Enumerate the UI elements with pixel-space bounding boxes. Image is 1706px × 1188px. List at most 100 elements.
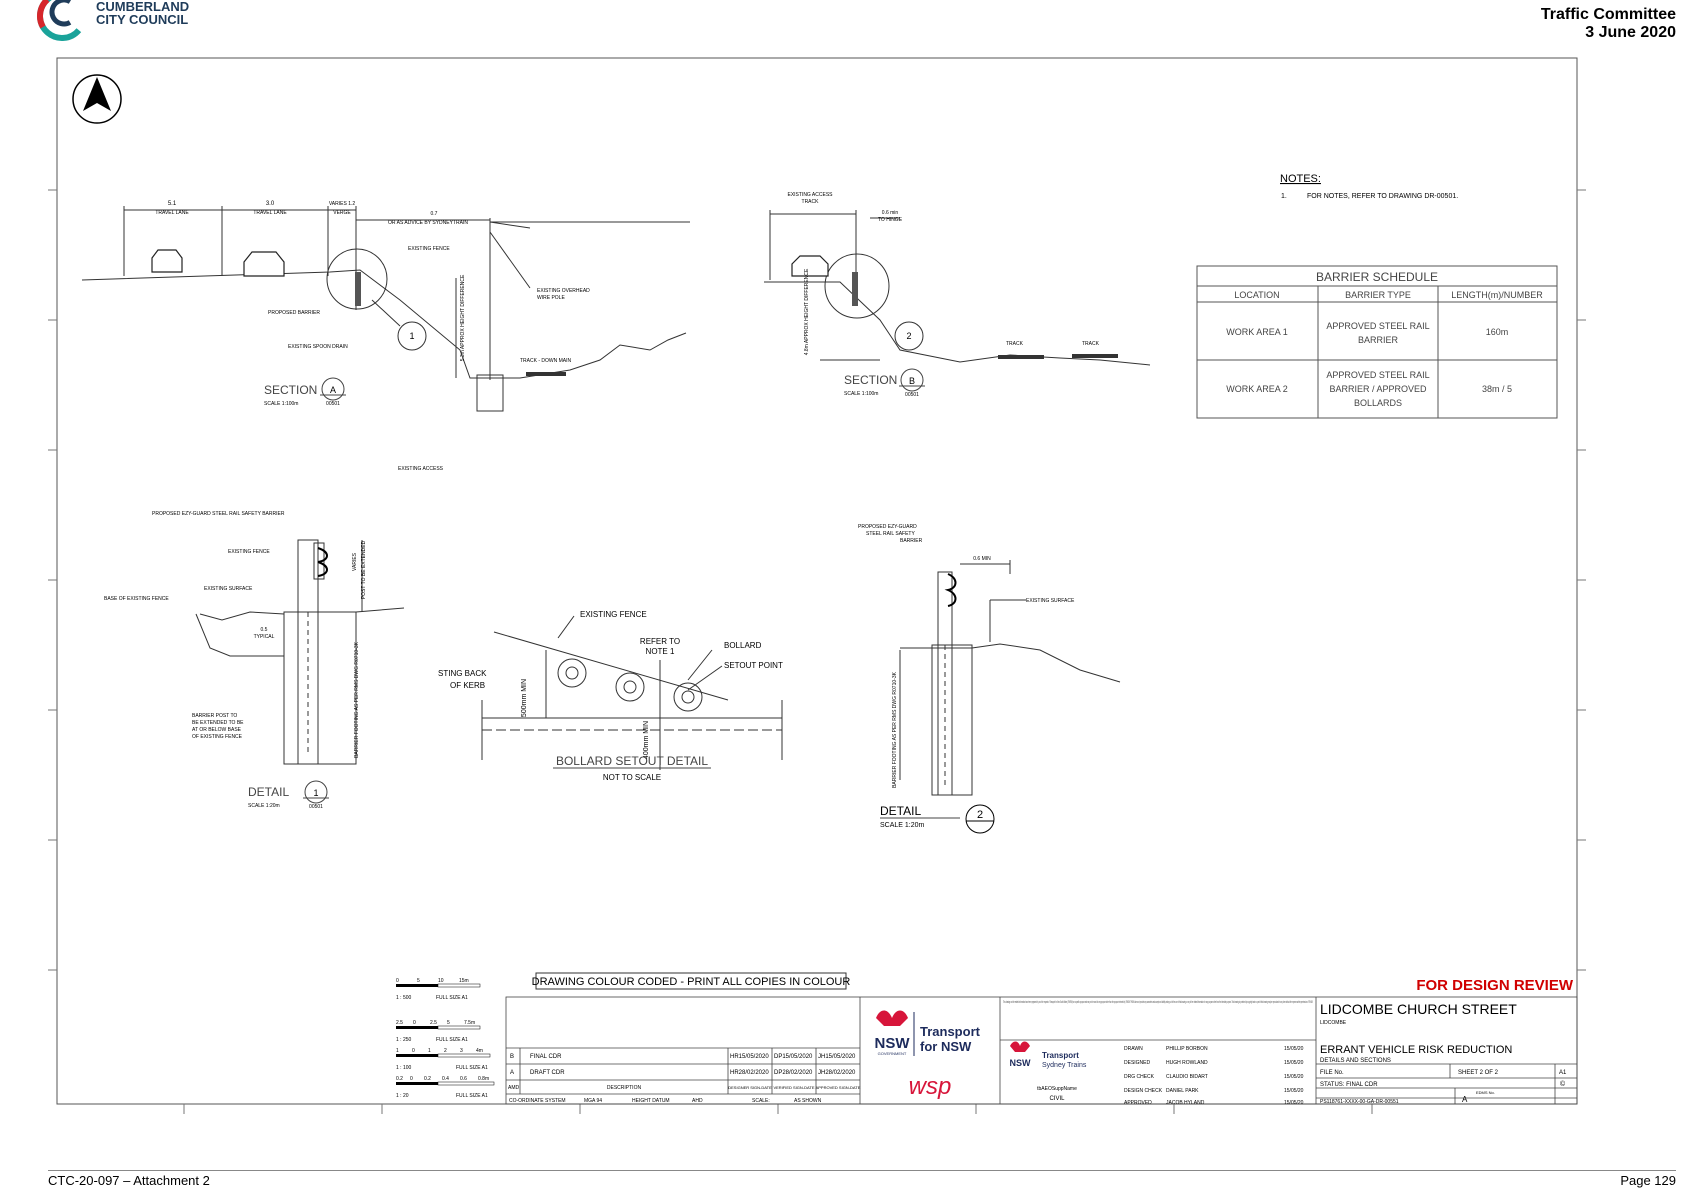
drawing-label: 0 (396, 978, 399, 984)
project-suburb: LIDCOMBE (1320, 1020, 1347, 1026)
drawing-number: PS118761-XXXX-00-GA-DR-00551 (1320, 1099, 1399, 1105)
bollard-setout-drawing (481, 615, 783, 770)
coord-system-value: MGA 94 (584, 1098, 602, 1104)
bollard-refer-line1: REFER TO (640, 637, 680, 646)
section-b-car (791, 255, 829, 277)
note-1-text: FOR NOTES, REFER TO DRAWING DR-00501. (1307, 193, 1458, 200)
council-name-line2: CITY COUNCIL (96, 12, 189, 27)
drawing-label: PHILLIP BORBON (1166, 1046, 1208, 1052)
section-a-dim1: 5.1 (168, 201, 177, 207)
sydney-trains-logo-icon: NSW (1010, 1041, 1032, 1068)
detail-1-base-label: BASE OF EXISTING FENCE (104, 596, 169, 602)
tfnsw-line2: for NSW (920, 1039, 972, 1054)
bollard-dim-400: 400mm MIN (643, 721, 650, 759)
rev-b-id: B (510, 1054, 514, 1060)
drawing-label: DANIEL PARK (1166, 1088, 1199, 1094)
drawing-label: 15/05/20 (1284, 1088, 1304, 1094)
rev-a-verified: DP28/02/2020 (774, 1070, 813, 1076)
disclaimer-text: This drawing and the related information… (1003, 999, 1313, 1004)
detail-1-footing: BARRIER FOOTING AS PER RMS DWG R0710-3K (354, 641, 360, 758)
rev-b-approved: JH15/05/2020 (818, 1054, 856, 1060)
drawing-subtitle: DETAILS AND SECTIONS (1320, 1058, 1391, 1064)
detail-2-barrier-line3: BARRIER (900, 538, 923, 544)
drawing-label: GOVERNMENT (878, 1051, 907, 1056)
schedule-row2-type-line2: BARRIER / APPROVED (1329, 384, 1427, 394)
scale-label: SCALE: (752, 1098, 770, 1104)
drawing-label: DRAWN (1124, 1046, 1143, 1052)
section-b-hinge: TO HINGE (878, 217, 903, 223)
drawing-label: 1 : 100 (396, 1065, 412, 1071)
section-a-barrier (355, 272, 361, 306)
kerb-label-line1: STING BACK (438, 669, 487, 678)
section-a-callout: 1 (409, 331, 414, 341)
section-a-dim3: 0.7 (431, 211, 438, 217)
bollard-detail-title: BOLLARD SETOUT DETAIL (556, 754, 708, 768)
detail-2-footing: BARRIER FOOTING AS PER RMS DWG R0710-3K (892, 671, 898, 788)
detail-1-post-line1: BARRIER POST TO (192, 713, 237, 719)
existing-access-label: EXISTING ACCESS (398, 466, 444, 472)
drawing-label: FULL SIZE A1 (456, 1065, 488, 1071)
drawing-label: NSW (1010, 1058, 1032, 1068)
detail-2-id: 2 (977, 809, 983, 821)
sydney-trains-line2: Sydney Trains (1042, 1062, 1087, 1069)
schedule-row1-length: 160m (1486, 327, 1509, 337)
file-number-label: FILE No. (1320, 1070, 1344, 1076)
detail-2-id-circle (965, 804, 995, 834)
drawing-label: 2 (444, 1048, 447, 1054)
drawing-label: 5 (447, 1020, 450, 1026)
section-a-lane2: TRAVEL LANE (253, 210, 287, 216)
north-arrow-icon: N (72, 74, 122, 124)
bollard-refer-line2: NOTE 1 (646, 647, 675, 656)
schedule-row1-type-line2: BARRIER (1358, 335, 1399, 345)
section-a-height-label: 5.3m APPROX HEIGHT DIFFERENCE (460, 274, 466, 361)
schedule-row2-type-line1: APPROVED STEEL RAIL (1326, 370, 1429, 380)
section-a-scale: SCALE 1:100m (264, 401, 298, 407)
scale-value: AS SHOWN (794, 1098, 822, 1104)
detail-1-post-line3: AT OR BELOW BASE (192, 727, 242, 733)
footer-divider (48, 1170, 1676, 1171)
schedule-header-length: LENGTH(m)/NUMBER (1451, 290, 1543, 300)
drawing-revision: A (1462, 1095, 1468, 1104)
kerb-label-line2: OF KERB (450, 681, 485, 690)
note-1-number: 1. (1281, 193, 1287, 200)
wsp-logo-icon: wsp (909, 1073, 952, 1100)
drawing-label: JACOB HYLAND (1166, 1100, 1205, 1106)
section-b-track1 (998, 355, 1044, 359)
detail-1-ref: 00501 (309, 804, 323, 810)
height-datum-label: HEIGHT DATUM (632, 1098, 670, 1104)
section-b-dim: 0.6 min (882, 210, 899, 216)
detail-2-surface-label: EXISTING SURFACE (1026, 598, 1075, 604)
schedule-row1-type-line1: APPROVED STEEL RAIL (1326, 321, 1429, 331)
rev-b-verified: DP15/05/2020 (774, 1054, 813, 1060)
coord-system-label: CO-ORDINATE SYSTEM (509, 1098, 566, 1104)
drawing-label: 1 (428, 1048, 431, 1054)
rev-b-desc: FINAL CDR (530, 1054, 562, 1060)
detail-2-barrier-line1: PROPOSED EZY-GUARD (858, 524, 917, 530)
drawing-label: 15/05/20 (1284, 1074, 1304, 1080)
copyright-symbol: © (1560, 1080, 1566, 1088)
section-b-ref: 00501 (905, 392, 919, 398)
rev-a-approved: JH28/02/2020 (818, 1070, 856, 1076)
edms-label: EDMS No. (1476, 1090, 1495, 1095)
detail-1-drawing (195, 539, 405, 765)
drawing-label: 1 (396, 1048, 399, 1054)
section-b-id: B (909, 376, 915, 386)
detail-2-drawing (899, 560, 1121, 796)
drawing-label: 0 (410, 1076, 413, 1082)
detail-1-post-line4: OF EXISTING FENCE (192, 734, 243, 740)
section-a-lane1: TRAVEL LANE (155, 210, 189, 216)
section-b-access-label1: EXISTING ACCESS (787, 192, 833, 198)
bollard-dim-500: 500mm MIN (521, 679, 528, 717)
section-b-track1-label: TRACK (1006, 341, 1024, 347)
detail-1-id-circle (304, 780, 328, 804)
rev-a-id: A (510, 1070, 514, 1076)
project-title: LIDCOMBE CHURCH STREET (1320, 1001, 1517, 1017)
detail-1-id: 1 (313, 788, 318, 798)
section-a-cars (151, 249, 285, 277)
detail-1-scale: SCALE 1:20m (248, 803, 280, 809)
